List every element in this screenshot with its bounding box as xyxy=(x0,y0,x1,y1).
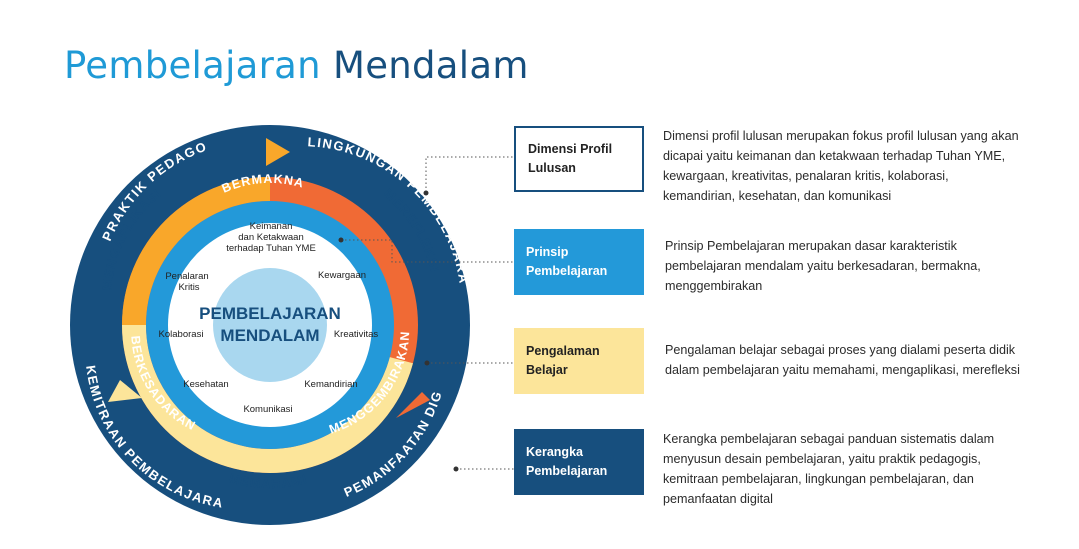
legend-description-kerangka: Kerangka pembelajaran sebagai panduan si… xyxy=(663,432,995,506)
memahami-segment xyxy=(122,325,270,473)
dimension-penalaran-1: Penalaran xyxy=(165,271,208,282)
mengaplikasi-arrowhead xyxy=(266,138,290,166)
connector-dot-4 xyxy=(453,466,459,472)
legend-label: Lulusan xyxy=(528,161,576,175)
merefleksi-arrowhead xyxy=(396,392,430,418)
legend-description-pengalaman: Pengalaman belajar sebagai proses yang d… xyxy=(665,343,1020,377)
connector-line-1 xyxy=(425,156,514,192)
legend-label: Prinsip xyxy=(526,245,569,259)
legend-label: Dimensi Profil xyxy=(528,142,613,156)
dimension-keimanan-3: terhadap Tuhan YME xyxy=(226,243,316,254)
dimension-komunikasi: Komunikasi xyxy=(243,404,292,415)
center-label-line2: MENDALAM xyxy=(220,326,319,345)
legend-description-dimensi-profil: Dimensi profil lulusan merupakan fokus p… xyxy=(663,129,1019,203)
legend-label: Pengalaman xyxy=(526,344,600,358)
dimension-keimanan-2: dan Ketakwaan xyxy=(238,232,304,243)
legend-label: Pembelajaran xyxy=(526,464,608,478)
dimension-kolaborasi: Kolaborasi xyxy=(159,329,204,340)
legend-label: Belajar xyxy=(526,363,568,377)
connector-dot-3 xyxy=(424,360,430,366)
connector-dot-1 xyxy=(423,190,429,196)
memahami-segment-right xyxy=(270,357,413,473)
center-label-line1: PEMBELAJARAN xyxy=(199,304,341,323)
mengaplikasi-segment xyxy=(122,177,270,325)
connector-line-2 xyxy=(341,239,514,263)
legend-description-prinsip: Prinsip Pembelajaran merupakan dasar kar… xyxy=(665,239,981,293)
connector-dot-2 xyxy=(338,237,344,243)
page-title-part2: Mendalam xyxy=(332,44,529,87)
dimension-keimanan-1: Keimanan xyxy=(250,221,293,232)
page-title-part1: Pembelajaran xyxy=(64,44,321,87)
dimension-kewargaan: Kewargaan xyxy=(318,270,366,281)
ring-text-memahami: MEMAHAMI xyxy=(227,470,309,491)
legend-label: Kerangka xyxy=(526,445,583,459)
dimension-kesehatan: Kesehatan xyxy=(183,379,228,390)
page-title: Pembelajaran Mendalam xyxy=(64,44,529,87)
dimension-kreativitas: Kreativitas xyxy=(334,329,379,340)
dimension-kemandirian: Kemandirian xyxy=(304,379,357,390)
memahami-arrowhead xyxy=(108,380,142,402)
legend-label: Pembelajaran xyxy=(526,264,608,278)
center-circle xyxy=(213,268,327,382)
dimension-penalaran-2: Kritis xyxy=(178,282,199,293)
